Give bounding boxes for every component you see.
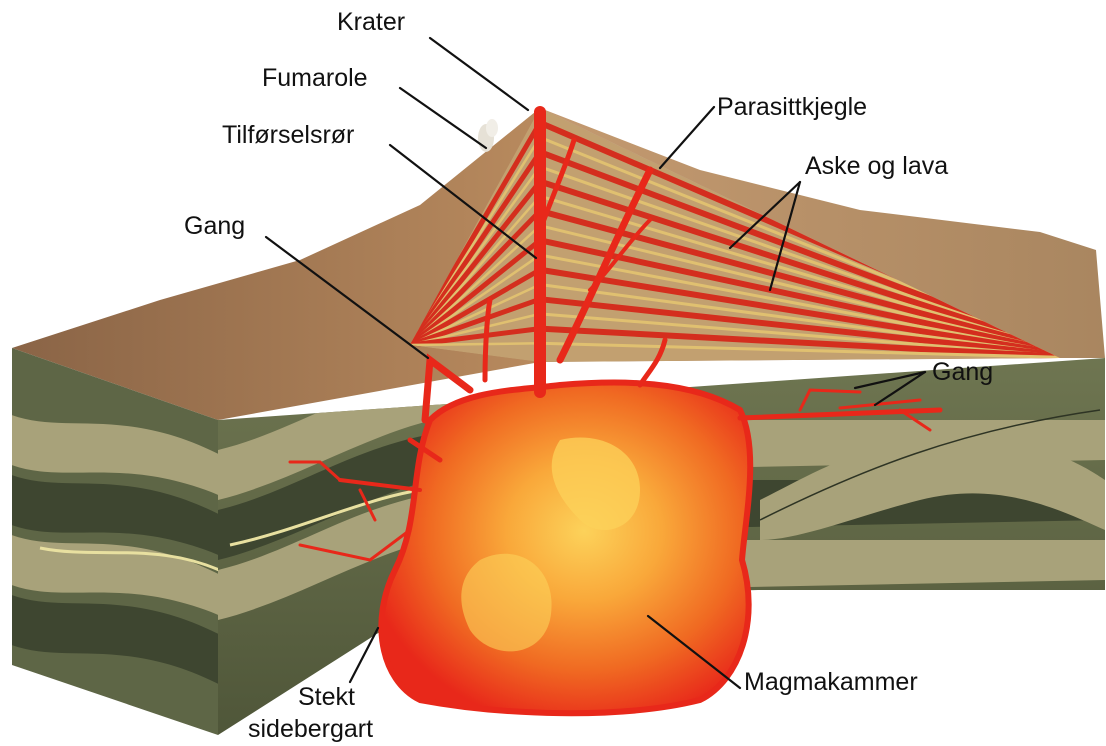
magma-chamber: [381, 383, 750, 714]
label-krater: Krater: [337, 8, 405, 36]
label-magmakammer: Magmakammer: [744, 668, 918, 696]
label-parasittkjegle: Parasittkjegle: [717, 93, 867, 121]
label-fumarole: Fumarole: [262, 64, 368, 92]
leader-parasittkjegle: [660, 107, 714, 168]
label-sidebergart: sidebergart: [248, 715, 373, 743]
strata-layer-left: [410, 343, 540, 345]
label-tilforselsror: Tilførselsrør: [222, 121, 354, 149]
leader-krater: [430, 38, 528, 110]
label-aske-og-lava: Aske og lava: [805, 152, 948, 180]
label-gang-right: Gang: [932, 358, 993, 386]
leader-fumarole: [400, 88, 486, 148]
label-stekt: Stekt: [298, 683, 355, 711]
label-gang-left: Gang: [184, 212, 245, 240]
